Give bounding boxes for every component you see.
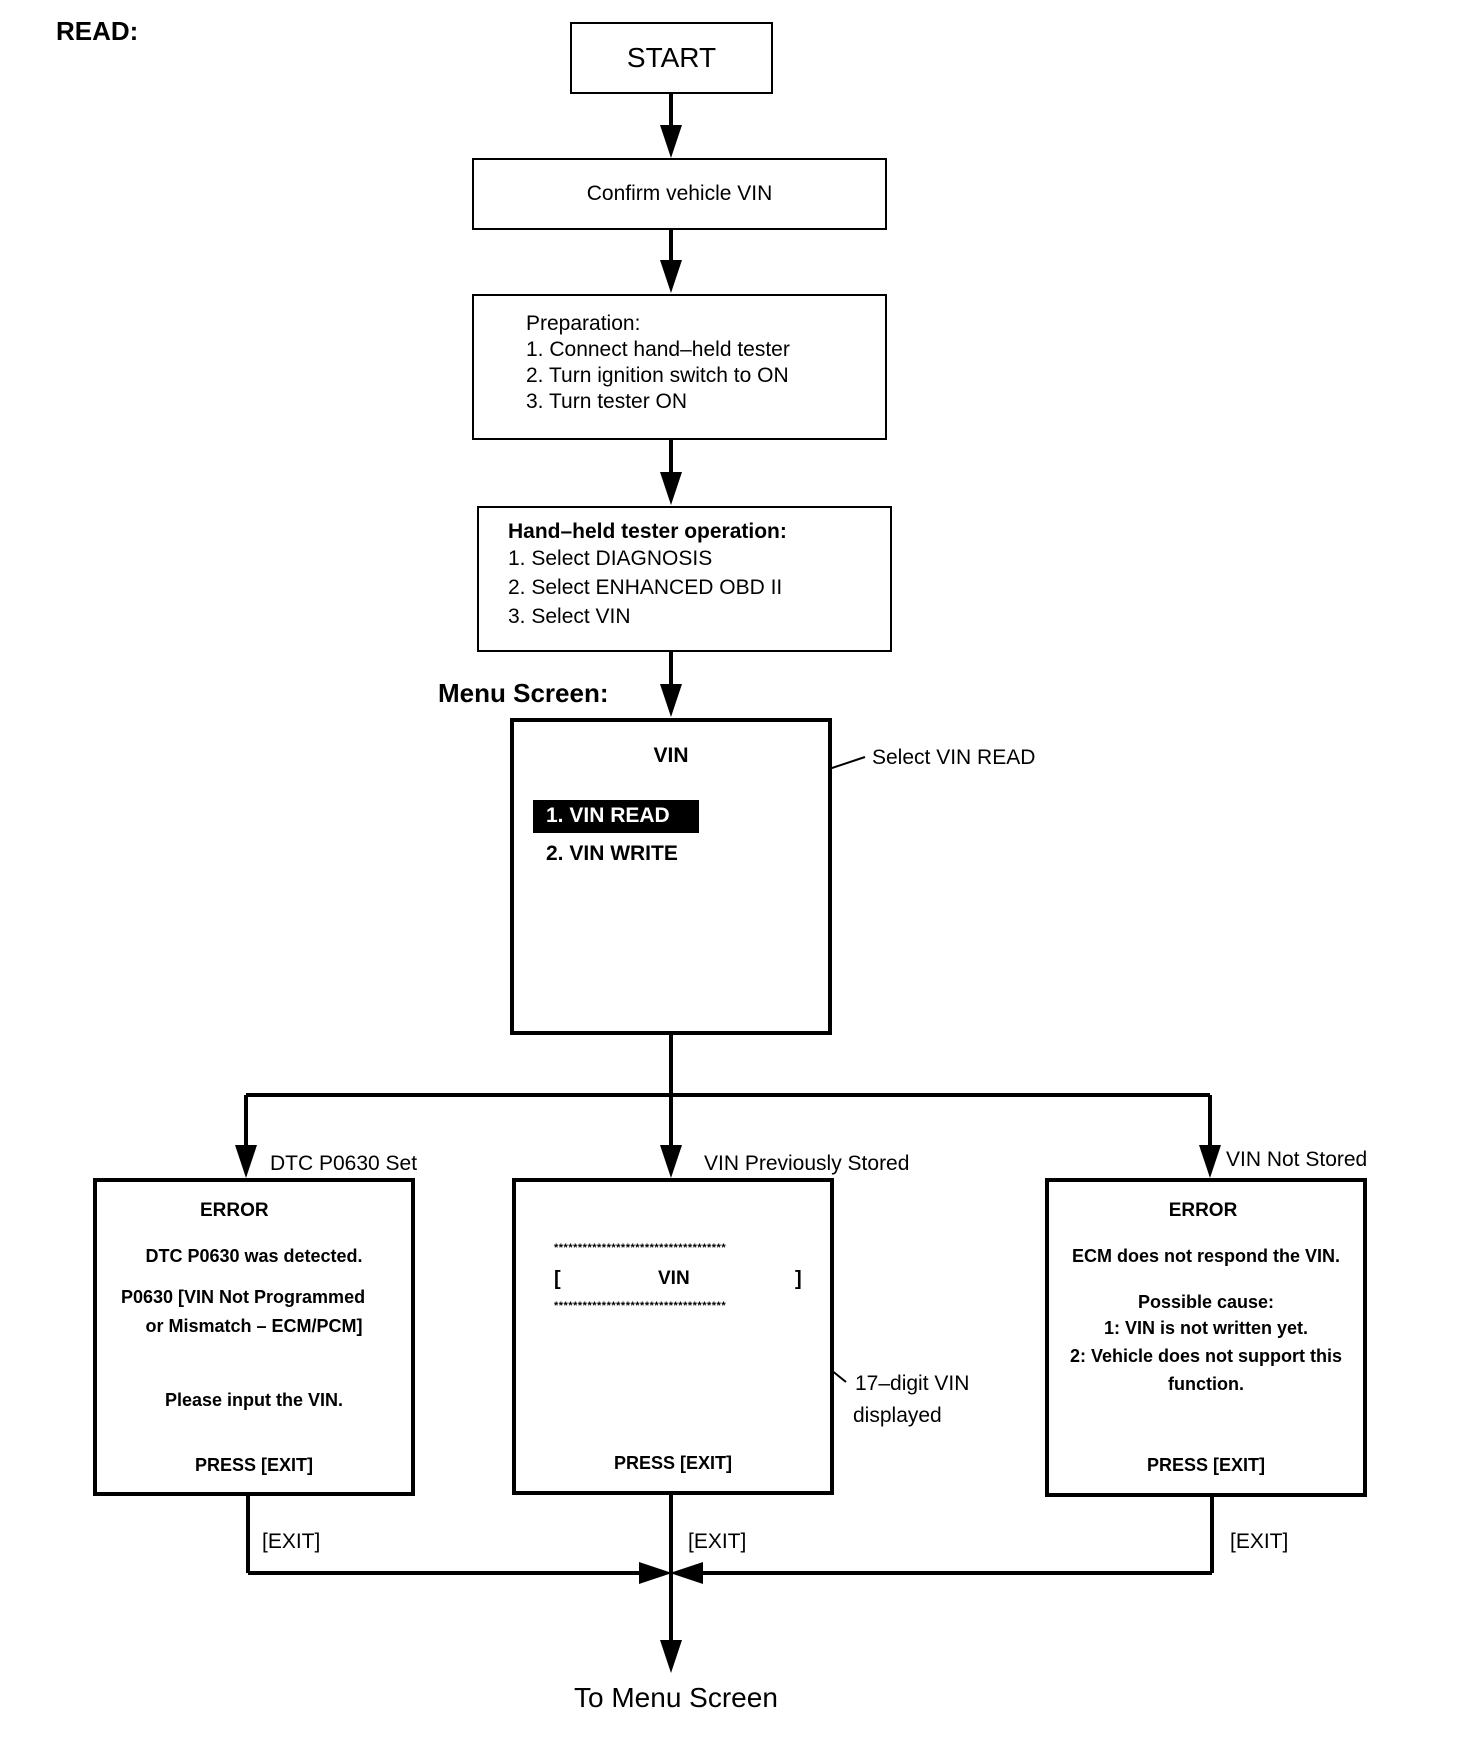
arrowhead-tester <box>660 472 682 505</box>
arrowhead-end <box>660 1640 682 1673</box>
vin-stars-top: ************************************ <box>554 1242 727 1254</box>
menu-screen-box: VIN 1. VIN READ 2. VIN WRITE <box>510 718 832 1035</box>
preparation-step: 3. Turn tester ON <box>526 390 688 413</box>
menu-screen-label: Menu Screen: <box>438 678 609 708</box>
to-menu-screen-label: To Menu Screen <box>574 1682 778 1713</box>
menu-item-vin-read[interactable]: 1. VIN READ <box>533 800 699 833</box>
vin-callout-line-2: displayed <box>853 1404 942 1427</box>
dtc-error-title: ERROR <box>200 1200 269 1221</box>
not-stored-error-line: ECM does not respond the VIN. <box>1071 1246 1340 1266</box>
stored-branch-label: VIN Previously Stored <box>704 1152 910 1175</box>
arrowhead-merge-right <box>670 1562 703 1584</box>
tester-operation-step: 1. Select DIAGNOSIS <box>508 547 713 570</box>
confirm-vin-label: Confirm vehicle VIN <box>586 182 773 205</box>
arrowhead-menu <box>660 684 682 717</box>
dtc-error-line: Please input the VIN. <box>164 1390 344 1410</box>
exit-label-center: [EXIT] <box>688 1530 747 1553</box>
not-stored-press-exit[interactable]: PRESS [EXIT] <box>1146 1455 1266 1475</box>
dtc-error-screen: ERROR DTC P0630 was detected. P0630 [VIN… <box>93 1178 415 1496</box>
start-box: START <box>570 22 773 94</box>
vin-value: VIN <box>658 1268 690 1289</box>
vin-stored-screen: ************************************ [ V… <box>512 1178 834 1495</box>
tester-operation-box: Hand–held tester operation: 1. Select DI… <box>477 506 892 652</box>
menu-item-vin-read-label: 1. VIN READ <box>546 804 670 827</box>
not-stored-error-line: Possible cause: <box>1137 1292 1275 1312</box>
tester-operation-step: 3. Select VIN <box>508 605 631 628</box>
not-stored-error-line: 1: VIN is not written yet. <box>1103 1318 1309 1338</box>
preparation-step: 2. Turn ignition switch to ON <box>526 364 789 387</box>
dtc-press-exit[interactable]: PRESS [EXIT] <box>194 1455 314 1475</box>
menu-item-vin-write[interactable]: 2. VIN WRITE <box>546 842 678 865</box>
exit-label-right: [EXIT] <box>1230 1530 1289 1553</box>
vin-bracket-right: ] <box>795 1268 802 1290</box>
tester-operation-step: 2. Select ENHANCED OBD II <box>508 576 783 599</box>
arrowhead-confirm <box>660 125 682 158</box>
dtc-error-line: or Mismatch – ECM/PCM] <box>145 1316 363 1336</box>
preparation-title: Preparation: <box>526 312 641 335</box>
not-stored-error-title: ERROR <box>1168 1200 1238 1221</box>
dtc-error-line: P0630 [VIN Not Programmed <box>121 1287 366 1307</box>
exit-label-left: [EXIT] <box>262 1530 321 1553</box>
start-label: START <box>626 42 717 73</box>
not-stored-error-screen: ERROR ECM does not respond the VIN. Poss… <box>1045 1178 1367 1497</box>
dtc-branch-label: DTC P0630 Set <box>270 1152 418 1175</box>
vin-stars-bottom: ************************************ <box>554 1300 727 1312</box>
page-heading: READ: <box>56 16 139 46</box>
preparation-step: 1. Connect hand–held tester <box>526 338 790 361</box>
not-stored-error-line: 2: Vehicle does not support this <box>1069 1346 1343 1366</box>
not-stored-branch-label: VIN Not Stored <box>1226 1148 1368 1171</box>
confirm-vin-box: Confirm vehicle VIN <box>472 158 887 230</box>
arrowhead-dtc <box>235 1145 257 1178</box>
arrowhead-merge-left <box>639 1562 672 1584</box>
menu-screen-title: VIN <box>653 744 689 767</box>
not-stored-error-line: function. <box>1168 1374 1244 1394</box>
dtc-error-line: DTC P0630 was detected. <box>145 1246 363 1266</box>
vin-bracket-left: [ <box>554 1268 561 1290</box>
arrowhead-not-stored <box>1199 1145 1221 1178</box>
vin-callout-line-1: 17–digit VIN <box>855 1372 970 1395</box>
preparation-box: Preparation: 1. Connect hand–held tester… <box>472 294 887 440</box>
select-vin-read-callout: Select VIN READ <box>872 746 1036 769</box>
arrowhead-stored <box>660 1145 682 1178</box>
tester-operation-title: Hand–held tester operation: <box>508 520 787 543</box>
stored-press-exit[interactable]: PRESS [EXIT] <box>613 1453 733 1473</box>
arrowhead-prep <box>660 260 682 293</box>
